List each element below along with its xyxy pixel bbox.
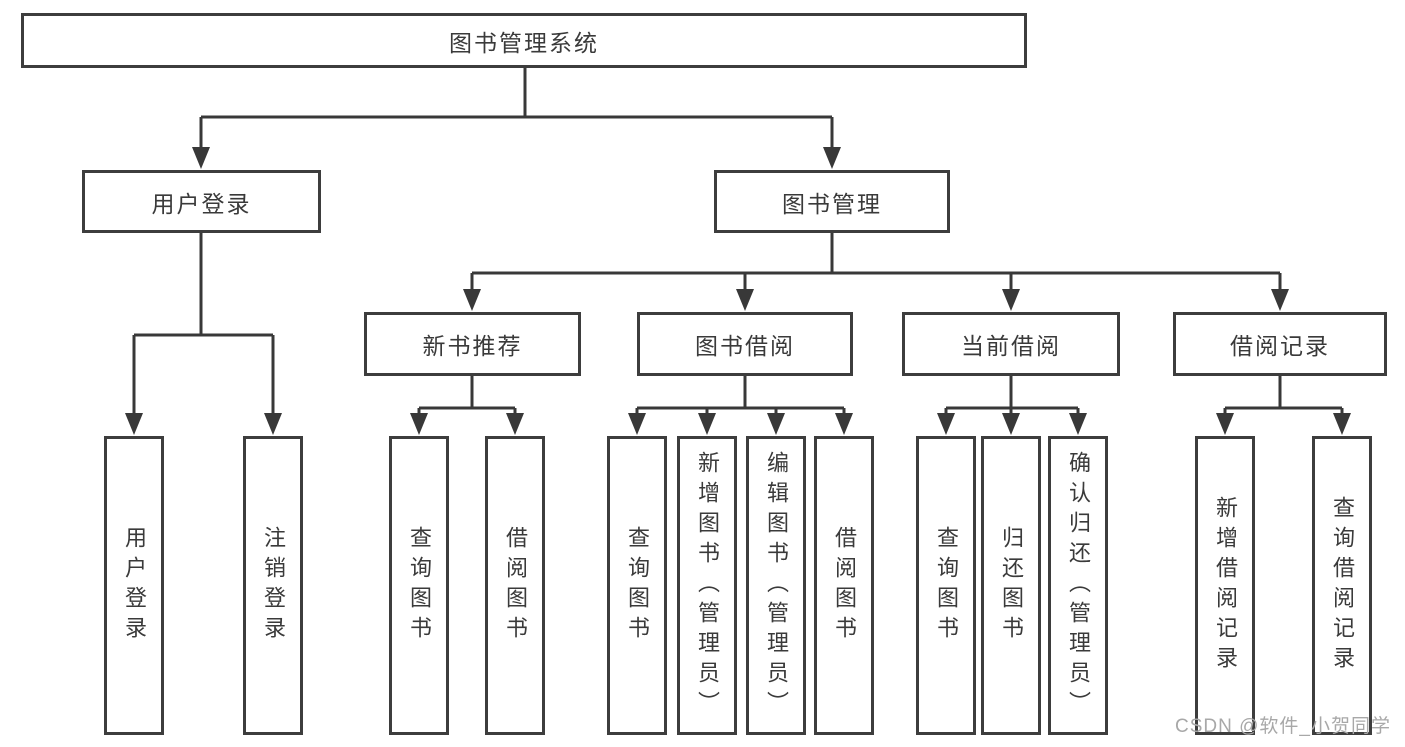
leaf-br-add-record: 新增借阅记录 <box>1195 436 1255 735</box>
leaf-rec-query-book-label: 查询图书 <box>407 525 432 646</box>
leaf-user-login: 用户登录 <box>104 436 164 735</box>
arrow-down-icon <box>1069 413 1087 435</box>
node-borrow-record-label: 借阅记录 <box>1230 333 1330 359</box>
node-new-book-rec: 新书推荐 <box>364 312 581 376</box>
leaf-cb-query-book-label: 查询图书 <box>934 525 959 646</box>
leaf-cb-return-book: 归还图书 <box>981 436 1041 735</box>
connector-new-book-rec-to-leaves <box>417 376 517 416</box>
node-root: 图书管理系统 <box>21 13 1027 68</box>
arrow-down-icon <box>463 289 481 311</box>
leaf-bb-add-book: 新增图书（管理员） <box>677 436 737 735</box>
leaf-bb-borrow-book-label: 借阅图书 <box>832 525 857 646</box>
arrow-down-icon <box>1271 289 1289 311</box>
arrow-down-icon <box>125 413 143 435</box>
connector-root-to-level1 <box>199 68 834 150</box>
node-book-borrow: 图书借阅 <box>637 312 853 376</box>
leaf-bb-query-book-label: 查询图书 <box>625 525 650 646</box>
node-current-borrow: 当前借阅 <box>902 312 1120 376</box>
leaf-rec-query-book: 查询图书 <box>389 436 449 735</box>
arrow-down-icon <box>823 147 841 169</box>
node-book-mgmt-label: 图书管理 <box>782 190 882 217</box>
leaf-user-login-label: 用户登录 <box>122 525 147 646</box>
node-book-borrow-label: 图书借阅 <box>695 333 795 359</box>
arrow-down-icon <box>1216 413 1234 435</box>
arrow-down-icon <box>1002 413 1020 435</box>
leaf-cb-query-book: 查询图书 <box>916 436 976 735</box>
connector-borrow-record-to-leaves <box>1223 376 1344 416</box>
arrow-down-icon <box>835 413 853 435</box>
csdn-watermark: CSDN @软件_小贺同学 <box>1175 716 1391 737</box>
leaf-br-query-record: 查询借阅记录 <box>1312 436 1372 735</box>
node-user-login-label: 用户登录 <box>151 190 252 217</box>
arrow-down-icon <box>628 413 646 435</box>
node-borrow-record: 借阅记录 <box>1173 312 1387 376</box>
leaf-cb-confirm-return: 确认归还（管理员） <box>1048 436 1108 735</box>
leaf-logout-label: 注销登录 <box>261 525 286 646</box>
leaf-logout: 注销登录 <box>243 436 303 735</box>
leaf-bb-borrow-book: 借阅图书 <box>814 436 874 735</box>
connector-book-mgmt-to-level2 <box>470 233 1282 292</box>
leaf-bb-add-book-label: 新增图书（管理员） <box>695 450 720 721</box>
arrow-down-icon <box>767 413 785 435</box>
node-book-mgmt: 图书管理 <box>714 170 950 233</box>
arrow-down-icon <box>506 413 524 435</box>
leaf-rec-borrow-book-label: 借阅图书 <box>503 525 528 646</box>
node-root-label: 图书管理系统 <box>449 29 599 56</box>
leaf-bb-edit-book-label: 编辑图书（管理员） <box>764 450 789 721</box>
arrow-down-icon <box>410 413 428 435</box>
leaf-bb-edit-book: 编辑图书（管理员） <box>746 436 806 735</box>
node-user-login: 用户登录 <box>82 170 321 233</box>
arrow-down-icon <box>192 147 210 169</box>
leaf-rec-borrow-book: 借阅图书 <box>485 436 545 735</box>
arrow-down-icon <box>1002 289 1020 311</box>
arrow-down-icon <box>736 289 754 311</box>
connector-current-borrow-to-leaves <box>944 376 1080 416</box>
arrow-down-icon <box>264 413 282 435</box>
connector-user-login-to-leaves <box>132 233 275 416</box>
arrow-down-icon <box>937 413 955 435</box>
node-current-borrow-label: 当前借阅 <box>961 333 1061 359</box>
leaf-cb-confirm-return-label: 确认归还（管理员） <box>1066 450 1091 721</box>
arrow-down-icon <box>1333 413 1351 435</box>
leaf-bb-query-book: 查询图书 <box>607 436 667 735</box>
leaf-br-add-record-label: 新增借阅记录 <box>1213 495 1238 676</box>
leaf-cb-return-book-label: 归还图书 <box>999 525 1024 646</box>
connector-book-borrow-to-leaves <box>635 376 846 416</box>
leaf-br-query-record-label: 查询借阅记录 <box>1330 495 1355 676</box>
arrow-down-icon <box>698 413 716 435</box>
node-new-book-rec-label: 新书推荐 <box>422 333 523 359</box>
